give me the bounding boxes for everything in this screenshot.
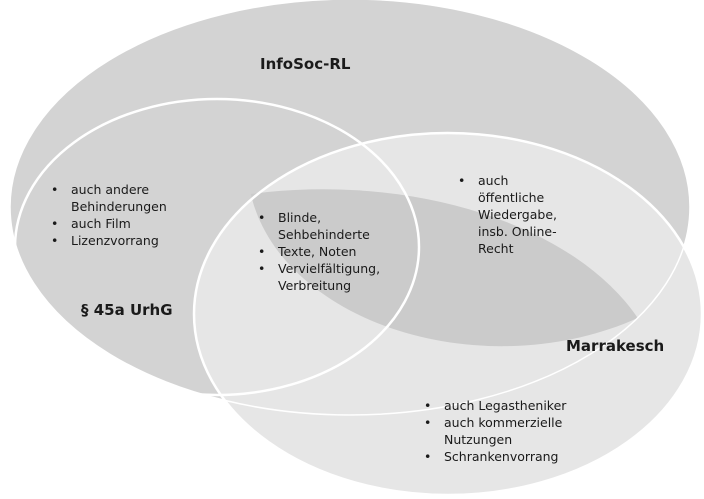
list-item: Lizenzvorrang [51, 232, 201, 249]
infosoc-rl-label: InfoSoc-RL [260, 55, 351, 73]
urhg-label: § 45a UrhG [81, 301, 173, 319]
list-item: Schrankenvorrang [424, 448, 614, 465]
list-item: auch öffentliche Wiedergabe, insb. Onlin… [458, 172, 576, 257]
infosoc-items-list: auch öffentliche Wiedergabe, insb. Onlin… [458, 172, 576, 257]
list-item: Blinde, Sehbehinderte [258, 209, 398, 243]
list-item: auch andere Behinderungen [51, 181, 201, 215]
marrakesch-items-list: auch Legastheniker auch kommerzielle Nut… [424, 397, 614, 465]
list-item: Vervielfältigung, Verbreitung [258, 260, 398, 294]
list-item: auch Film [51, 215, 201, 232]
urhg-ellipse [13, 97, 421, 397]
marrakesch-label: Marrakesch [566, 337, 665, 355]
list-item: auch Legastheniker [424, 397, 614, 414]
infosoc-rl-ellipse-outline [9, 0, 691, 416]
marrakesch-ellipse-outline [192, 131, 704, 497]
list-item: auch kommerzielle Nutzungen [424, 414, 614, 448]
urhg-items-list: auch andere Behinderungen auch Film Lize… [51, 181, 201, 249]
common-items-list: Blinde, Sehbehinderte Texte, Noten Vervi… [258, 209, 398, 294]
list-item: Texte, Noten [258, 243, 398, 260]
